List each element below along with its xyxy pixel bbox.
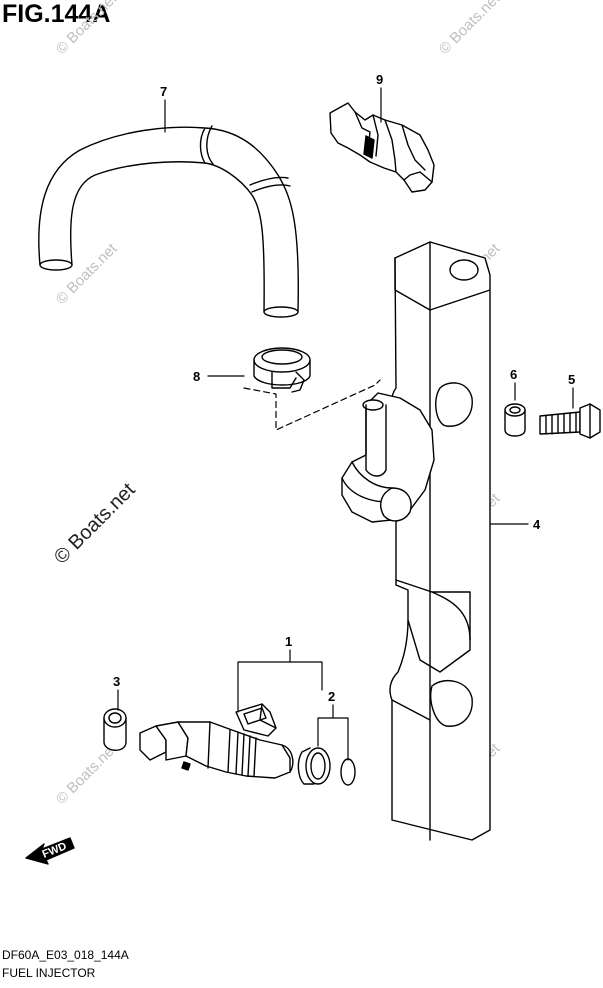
part-9-clip: [329, 102, 435, 193]
callout-2: 2: [328, 689, 335, 704]
part-7-hose: [38, 125, 299, 318]
callout-labels: 7 9 6 5 8 4 3 1 2: [113, 72, 575, 704]
part-8-leader: [243, 379, 381, 431]
part-5-bolt: [539, 403, 601, 439]
callout-1: 1: [285, 634, 292, 649]
callout-5: 5: [568, 372, 575, 387]
part-4-fuel-rail: [389, 241, 491, 841]
watermark-text: © Boats.net: [53, 0, 121, 58]
part-8-clamp: [253, 347, 311, 393]
figure-name: FUEL INJECTOR: [2, 966, 96, 980]
callout-4: 4: [533, 517, 541, 532]
callout-6: 6: [510, 367, 517, 382]
callout-8: 8: [193, 369, 200, 384]
figure-code: DF60A_E03_018_144A: [2, 948, 129, 962]
watermark-text: © Boats.net: [436, 0, 504, 58]
callout-9: 9: [376, 72, 383, 87]
watermark-text-dark: © Boats.net: [50, 479, 140, 569]
callout-leaders: [117, 87, 574, 761]
figure-title: FIG.144A: [2, 0, 111, 28]
callout-3: 3: [113, 674, 120, 689]
fuel-rail-inlet: [341, 392, 435, 523]
fwd-arrow-icon: [25, 837, 75, 865]
part-6-collar: [504, 403, 526, 437]
part-3-seal: [103, 708, 127, 751]
part-2-o-rings: [297, 747, 356, 786]
callout-7: 7: [160, 84, 167, 99]
fwd-label: FWD: [41, 840, 69, 861]
part-1-injector: [139, 703, 294, 779]
